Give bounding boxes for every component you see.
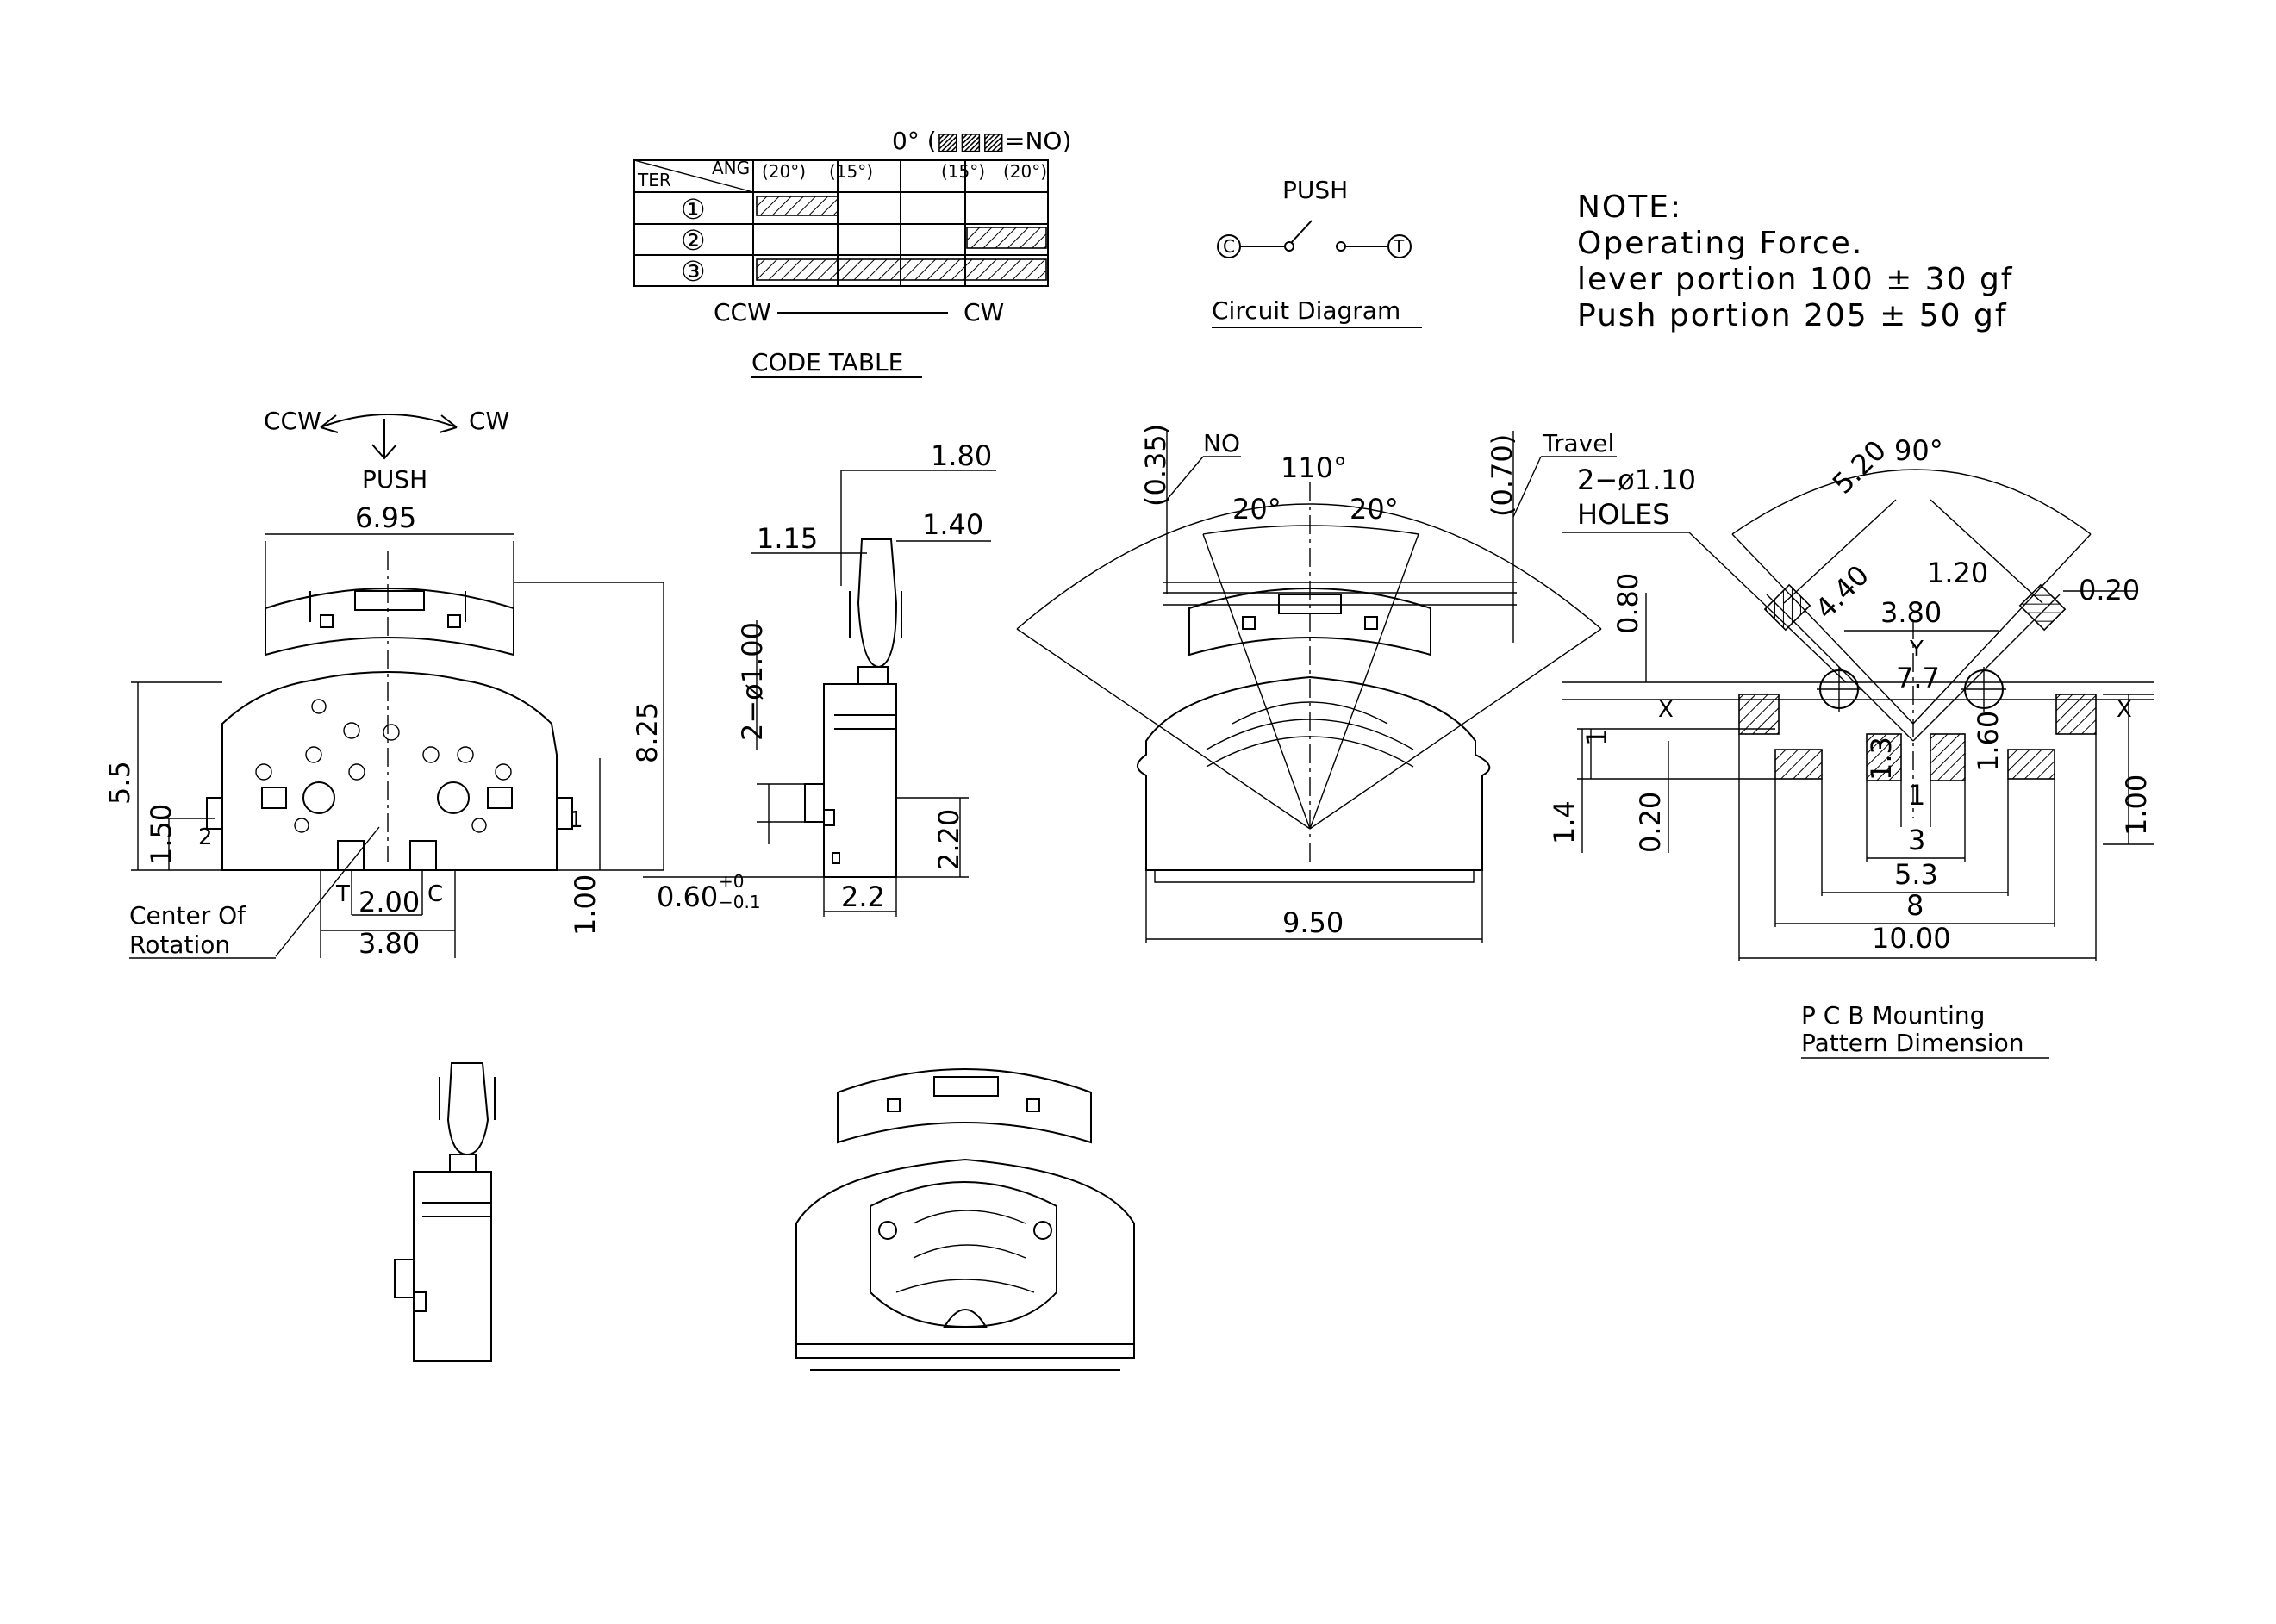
pcb-dim-080: 0.80 [1612,573,1644,634]
front-label-c: C [427,881,443,907]
pcb-dim-77: 7.7 [1896,662,1940,694]
pcb-dim-100-right: 1.00 [2120,775,2153,836]
pcb-holes-line1: 2−ø1.10 [1577,464,1696,496]
front-dim-825: 8.25 [631,702,664,763]
code-table-angle-3: (15°) [941,161,985,182]
angle-travel: Travel [1542,429,1614,457]
front-label-2: 2 [198,824,213,850]
code-table-angle-4: (20°) [1003,161,1047,182]
front-dim-55: 5.5 [103,761,136,805]
code-table-ang: ANG [712,158,750,178]
circuit-diagram: PUSH C T Circuit Diagram [1212,176,1422,328]
front-ccw: CCW [264,407,321,435]
side-dim-115: 1.15 [757,522,818,555]
bottom-front-view [795,1068,1135,1371]
pcb-dim-520: 5.20 [1826,433,1893,500]
side-dim-140: 1.40 [922,508,983,541]
note-line-3: Push portion 205 ± 50 gf [1577,298,2008,333]
pcb-dim-160: 1.60 [1972,711,2005,772]
angle-110: 110° [1281,451,1347,484]
code-table-title: CODE TABLE [751,348,903,376]
front-dim-380: 3.80 [359,927,420,960]
angle-20-right: 20° [1350,493,1399,526]
side-dim-180: 1.80 [931,439,992,472]
pcb-dim-8: 8 [1906,889,1924,922]
circuit-terminal-t: T [1393,236,1405,257]
code-table-cell-1 [756,196,839,216]
side-dim-22: 2.2 [841,880,885,913]
angle-20-left: 20° [1232,493,1281,526]
code-table-row-3: ③ [681,255,706,288]
pcb-dim-120: 1.20 [1927,557,1988,589]
pcb-caption-line2: Pattern Dimension [1801,1029,2023,1057]
side-dim-holes: 2−ø1.00 [736,622,769,741]
pcb-label-x-left: X [1658,697,1674,723]
angle-dim-950: 9.50 [1282,906,1344,939]
side-dim-060-tol-minus: −0.1 [719,892,761,912]
code-table-angle-2: (15°) [829,161,873,182]
pcb-dim-380: 3.80 [1880,596,1942,629]
pcb-dim-440: 4.40 [1809,558,1875,625]
pcb-pattern: 90° 5.20 4.40 1.20 0.20 2−ø1.10 HOLES 3.… [1548,433,2154,1059]
code-table-cell-3 [756,258,1047,281]
code-table-angle-1: (20°) [762,161,806,182]
circuit-terminal-c: C [1223,236,1235,257]
code-table: 0° (▨▨▨=NO) TER ANG (20°) (15°) (15°) (2… [633,127,1071,378]
pcb-holes-line2: HOLES [1577,498,1670,531]
pcb-angle-90: 90° [1894,434,1943,467]
code-table-cw: CW [963,298,1004,327]
front-dim-200: 2.00 [359,886,420,918]
circuit-title: Circuit Diagram [1212,296,1400,325]
side-dim-060-tol-plus: +0 [719,871,744,892]
front-push: PUSH [362,465,427,494]
bottom-side-view [394,1062,496,1362]
code-table-ccw: CCW [714,298,771,327]
front-label-t: T [335,881,350,907]
side-view: 1.80 1.15 1.40 2−ø1.00 2.20 0.60 +0 −0.1… [643,439,996,917]
front-view: CCW CW PUSH 6.95 [103,407,664,960]
code-table-row-1: ① [681,193,706,226]
front-dim-100: 1.00 [569,874,602,936]
front-dim-695: 6.95 [355,501,416,534]
pcb-dim-3: 3 [1908,824,1925,856]
circuit-push-label: PUSH [1282,176,1348,204]
angle-dim-035: (0.35) [1139,424,1172,507]
side-dim-060: 0.60 [657,880,718,913]
code-table-cell-2 [966,227,1047,249]
note-block: NOTE: Operating Force. lever portion 100… [1577,190,2013,333]
pcb-dim-13: 1.3 [1865,737,1898,781]
note-line-2: lever portion 100 ± 30 gf [1577,262,2013,297]
front-dim-150: 1.50 [145,804,178,865]
side-dim-220: 2.20 [932,809,965,870]
center-rotation-line1: Center Of [129,901,246,930]
note-line-1: Operating Force. [1577,226,1863,261]
pcb-label-y: Y [1909,637,1924,663]
pcb-dim-020-right: 0.20 [2079,574,2140,607]
front-cw: CW [469,407,509,435]
pcb-dim-1-center: 1 [1908,779,1925,812]
front-label-1: 1 [569,807,583,833]
pcb-dim-1000: 10.00 [1872,922,1951,955]
pcb-dim-14: 1.4 [1548,800,1581,844]
note-title: NOTE: [1577,190,1682,225]
angle-view: (0.35) NO 110° 20° 20° (0.70) Travel 9.5… [1016,424,1617,943]
code-table-legend: 0° (▨▨▨=NO) [892,127,1071,155]
code-table-ter: TER [637,170,671,190]
pcb-dim-53: 5.3 [1894,858,1938,891]
pcb-dim-1-left: 1 [1581,729,1613,746]
pcb-label-x-right: X [2117,697,2132,723]
angle-no-label: NO [1203,429,1240,457]
pcb-dim-020-left: 0.20 [1634,792,1667,853]
pcb-caption-line1: P C B Mounting [1801,1001,1985,1030]
code-table-row-2: ② [681,224,706,257]
center-rotation-line2: Rotation [129,930,230,959]
angle-dim-070: (0.70) [1486,434,1518,517]
